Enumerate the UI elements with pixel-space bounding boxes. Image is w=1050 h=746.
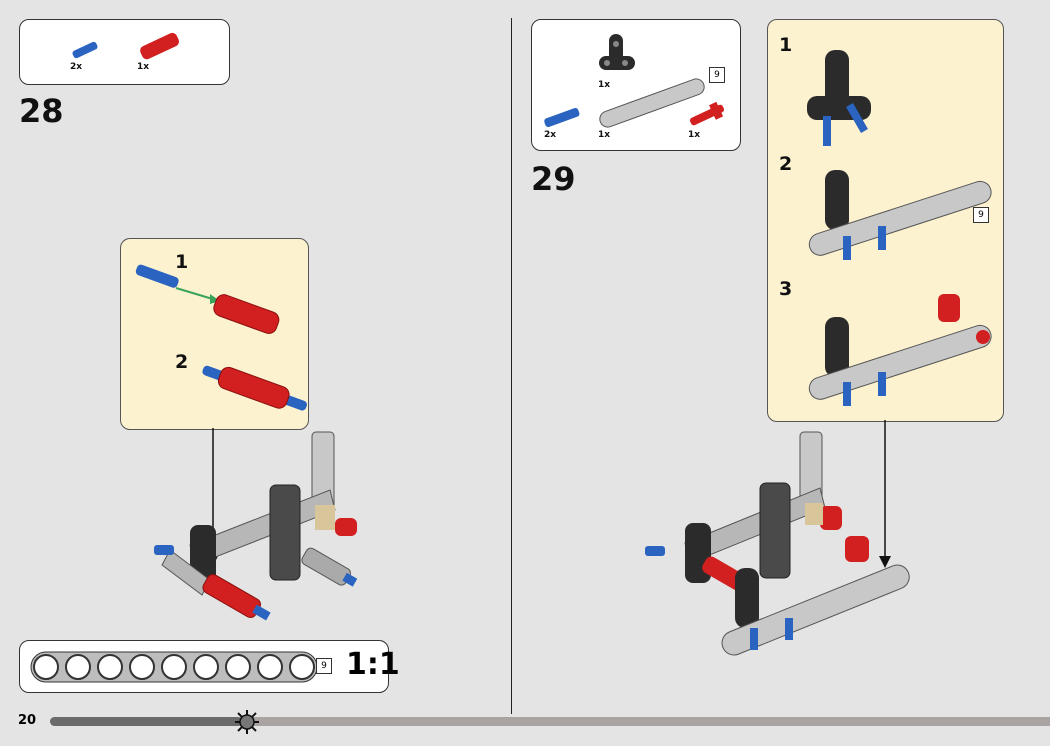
substep-number: 1 xyxy=(779,34,793,56)
beam-hole xyxy=(289,654,315,680)
gray-beam-icon xyxy=(599,78,705,128)
blue-pin-icon xyxy=(135,264,179,288)
assembled-connector-icon xyxy=(202,365,307,411)
step-28-model xyxy=(154,431,358,621)
step-number: 28 xyxy=(19,92,64,130)
substep-1-model xyxy=(807,50,871,146)
substep-number: 2 xyxy=(175,351,189,373)
beam-hole xyxy=(129,654,155,680)
step-number: 29 xyxy=(531,160,576,198)
substep-number: 3 xyxy=(779,278,793,300)
substep-3-model xyxy=(808,294,992,406)
part-qty: 1x xyxy=(688,130,701,140)
length-label: 9 xyxy=(316,658,332,674)
progress-fill xyxy=(50,717,242,726)
red-connector-icon xyxy=(213,294,280,334)
page-divider xyxy=(511,18,512,714)
substep-callout: 1 2 9 3 xyxy=(767,19,1004,422)
beam-hole xyxy=(161,654,187,680)
beam-9-scale-icon xyxy=(30,651,318,683)
page-number: 20 xyxy=(18,713,37,728)
length-label: 9 xyxy=(973,207,989,223)
substep-number: 1 xyxy=(175,251,189,273)
beam-hole xyxy=(225,654,251,680)
substep-2-model xyxy=(808,170,992,260)
parts-list-step-28: 2x 1x xyxy=(19,19,230,85)
blue-pin-icon xyxy=(72,41,98,59)
red-connector-icon xyxy=(140,32,180,60)
progress-track xyxy=(50,717,1050,726)
beam-hole xyxy=(97,654,123,680)
beam-hole xyxy=(33,654,59,680)
scale-reference: 9 1:1 xyxy=(19,640,400,693)
part-qty: 2x xyxy=(544,130,557,140)
beam-hole xyxy=(193,654,219,680)
parts-list-step-29: 1x 9 2x 1x 1x xyxy=(531,19,741,151)
length-label: 9 xyxy=(709,67,725,83)
black-t-beam-icon xyxy=(599,34,635,70)
callout-pointer xyxy=(879,420,891,568)
part-qty: 2x xyxy=(70,62,83,72)
beam-hole xyxy=(65,654,91,680)
substep-callout: 1 2 xyxy=(120,238,309,430)
blue-pin-icon xyxy=(544,107,580,128)
part-qty: 1x xyxy=(598,130,611,140)
substep-number: 2 xyxy=(779,153,793,175)
progress-sun-icon xyxy=(235,710,259,734)
scale-label: 1:1 xyxy=(346,647,400,682)
part-qty: 1x xyxy=(598,80,611,90)
red-pin-icon xyxy=(689,101,725,126)
beam-hole xyxy=(257,654,283,680)
part-qty: 1x xyxy=(137,62,150,72)
step-29-model xyxy=(645,431,910,656)
